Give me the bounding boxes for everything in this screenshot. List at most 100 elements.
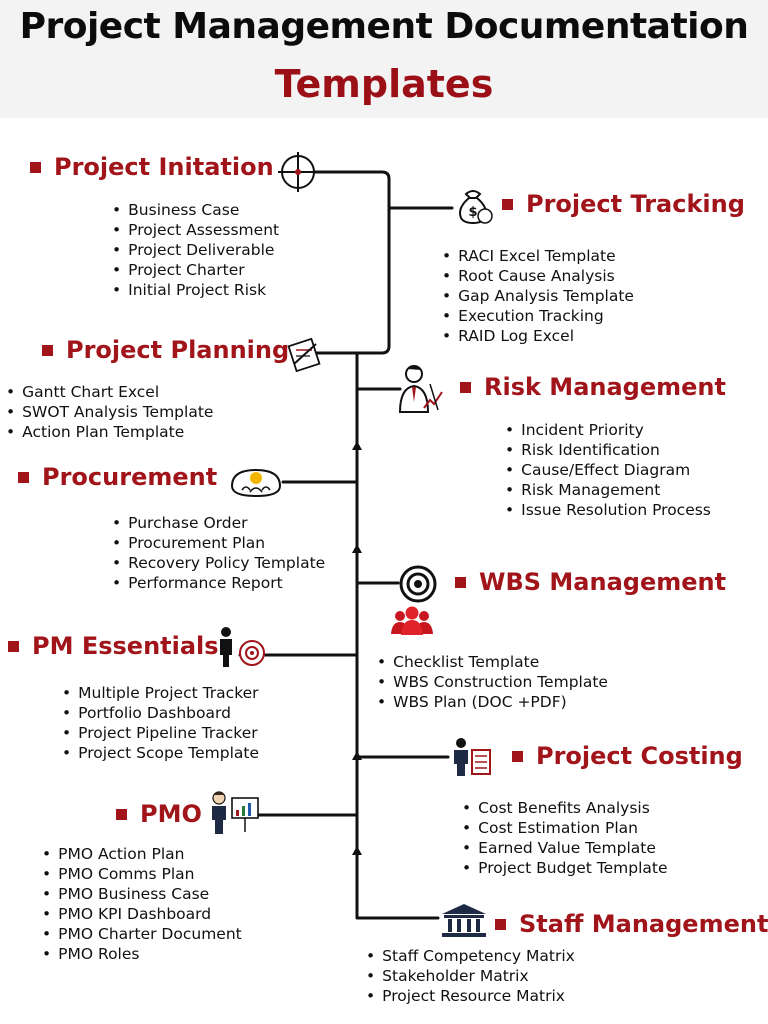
list-item: WBS Construction Template [377,672,608,692]
list-item: Staff Competency Matrix [366,946,575,966]
list-item: RACI Excel Template [442,246,634,266]
money-bag-icon: $ [459,190,493,225]
list-project-costing: Cost Benefits Analysis Cost Estimation P… [462,798,668,878]
list-wbs-management: Checklist Template WBS Construction Temp… [377,652,608,712]
bullet-square [455,576,466,588]
list-item: Project Resource Matrix [366,986,575,1006]
heading-risk-management: Risk Management [460,373,726,401]
heading-pmo: PMO [116,800,202,828]
heading-label: Project Tracking [526,190,745,218]
list-item: Earned Value Template [462,838,668,858]
bullet-square [495,918,506,930]
list-item: PMO Comms Plan [42,864,242,884]
bullet-square [42,344,53,356]
list-item: Checklist Template [377,652,608,672]
heading-procurement: Procurement [18,463,217,491]
list-item: Project Budget Template [462,858,667,878]
bullet-square [460,381,471,393]
list-item: Project Scope Template [62,743,259,763]
bullet-square [116,808,127,820]
list-item: Risk Identification [505,440,711,460]
bullet-square [512,750,523,762]
bullet-square [8,640,19,652]
analyst-icon [398,365,443,413]
heading-label: Staff Management [519,910,768,938]
spine-arrow-marker [352,441,362,450]
list-item: RAID Log Excel [442,326,634,346]
list-item: Issue Resolution Process [505,500,711,520]
list-staff-management: Staff Competency Matrix Stakeholder Matr… [366,946,575,1006]
page-title: Project Management Documentation [19,6,749,47]
heading-project-costing: Project Costing [512,742,743,770]
list-item: Initial Project Risk [112,280,279,300]
heading-label: PMO [140,800,202,828]
procurement-icon [230,468,282,498]
team-icon [391,606,433,635]
presenter-icon [212,791,259,834]
person-target-icon [220,627,265,667]
heading-staff-management: Staff Management [495,910,768,938]
heading-project-tracking: Project Tracking [502,190,745,218]
heading-project-initiation: Project Initation [30,153,274,181]
heading-pm-essentials: PM Essentials [8,632,219,660]
list-item: Recovery Policy Template [112,553,325,573]
connector-spine [355,351,440,920]
list-item: Project Deliverable [112,240,279,260]
list-item: SWOT Analysis Template [6,402,213,422]
target-icon [399,565,437,603]
list-item: PMO Business Case [42,884,242,904]
list-pmo: PMO Action Plan PMO Comms Plan PMO Busin… [42,844,242,964]
svg-text:$: $ [468,205,477,220]
list-item: Project Assessment [112,220,279,240]
list-item: Multiple Project Tracker [62,683,259,703]
list-item: Cost Benefits Analysis [462,798,668,818]
list-item: Incident Priority [505,420,711,440]
heading-label: Risk Management [484,373,726,401]
list-item: Stakeholder Matrix [366,966,575,986]
list-item: Business Case [112,200,279,220]
spine-arrow-marker [352,544,362,553]
heading-wbs-management: WBS Management [455,568,726,596]
list-item: Cost Estimation Plan [462,818,668,838]
page-subtitle: Templates [274,62,494,106]
heading-label: Project Planning [66,336,290,364]
list-procurement: Purchase Order Procurement Plan Recovery… [112,513,325,593]
bullet-square [30,161,41,173]
list-item: Gantt Chart Excel [6,382,213,402]
connector-initiation [312,170,391,355]
list-item: Root Cause Analysis [442,266,634,286]
list-item: PMO Roles [42,944,242,964]
bullet-square [18,471,29,483]
spine-arrow-marker [352,846,362,855]
list-item: Gap Analysis Template [442,286,634,306]
planning-icon [287,337,321,372]
person-checklist-icon [454,738,491,776]
spine-arrow-marker [352,751,362,760]
list-item: Cause/Effect Diagram [505,460,711,480]
building-icon [442,904,486,937]
list-item: Performance Report [112,573,325,593]
heading-label: Project Costing [536,742,743,770]
list-item: Action Plan Template [6,422,213,442]
header-band [0,0,768,118]
list-project-tracking: RACI Excel Template Root Cause Analysis … [442,246,634,346]
list-item: Purchase Order [112,513,325,533]
list-item: WBS Plan (DOC +PDF) [377,692,608,712]
heading-label: Project Initation [54,153,274,181]
list-project-planning: Gantt Chart Excel SWOT Analysis Template… [6,382,213,442]
list-item: PMO Charter Document [42,924,242,944]
list-project-initiation: Business Case Project Assessment Project… [112,200,279,300]
list-item: Procurement Plan [112,533,325,553]
list-risk-management: Incident Priority Risk Identification Ca… [505,420,711,520]
heading-label: Procurement [42,463,218,491]
list-item: Portfolio Dashboard [62,703,259,723]
list-pm-essentials: Multiple Project Tracker Portfolio Dashb… [62,683,259,763]
heading-project-planning: Project Planning [42,336,289,364]
bullet-square [502,198,513,210]
list-item: Execution Tracking [442,306,634,326]
crosshair-icon [278,152,318,192]
list-item: PMO Action Plan [42,844,242,864]
heading-label: WBS Management [479,568,727,596]
list-item: Risk Management [505,480,711,500]
